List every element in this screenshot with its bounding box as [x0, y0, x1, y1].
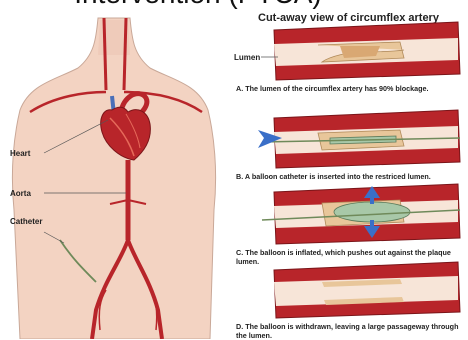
balloon-inflated	[334, 202, 410, 222]
step-text-b: A balloon catheter is inserted into the …	[245, 172, 431, 181]
step-letter-d: D.	[236, 322, 243, 331]
step-letter-c: C.	[236, 248, 243, 257]
step-caption-b: B. A balloon catheter is inserted into t…	[236, 172, 466, 181]
step-caption-c: C. The balloon is inflated, which pushes…	[236, 248, 466, 266]
artery-panel-d	[274, 262, 460, 318]
lumen-label: Lumen	[234, 53, 260, 62]
step-caption-a: A. The lumen of the circumflex artery ha…	[236, 84, 466, 93]
artery-panel-c	[262, 184, 460, 244]
step-letter-b: B.	[236, 172, 243, 181]
step-caption-d: D. The balloon is withdrawn, leaving a l…	[236, 322, 466, 340]
step-text-c: The balloon is inflated, which pushes ou…	[236, 248, 451, 266]
artery-panel-a	[274, 22, 460, 80]
artery-panel-b	[258, 110, 460, 168]
step-text-a: The lumen of the circumflex artery has 9…	[245, 84, 428, 93]
step-letter-a: A.	[236, 84, 243, 93]
step-text-d: The balloon is withdrawn, leaving a larg…	[236, 322, 458, 340]
